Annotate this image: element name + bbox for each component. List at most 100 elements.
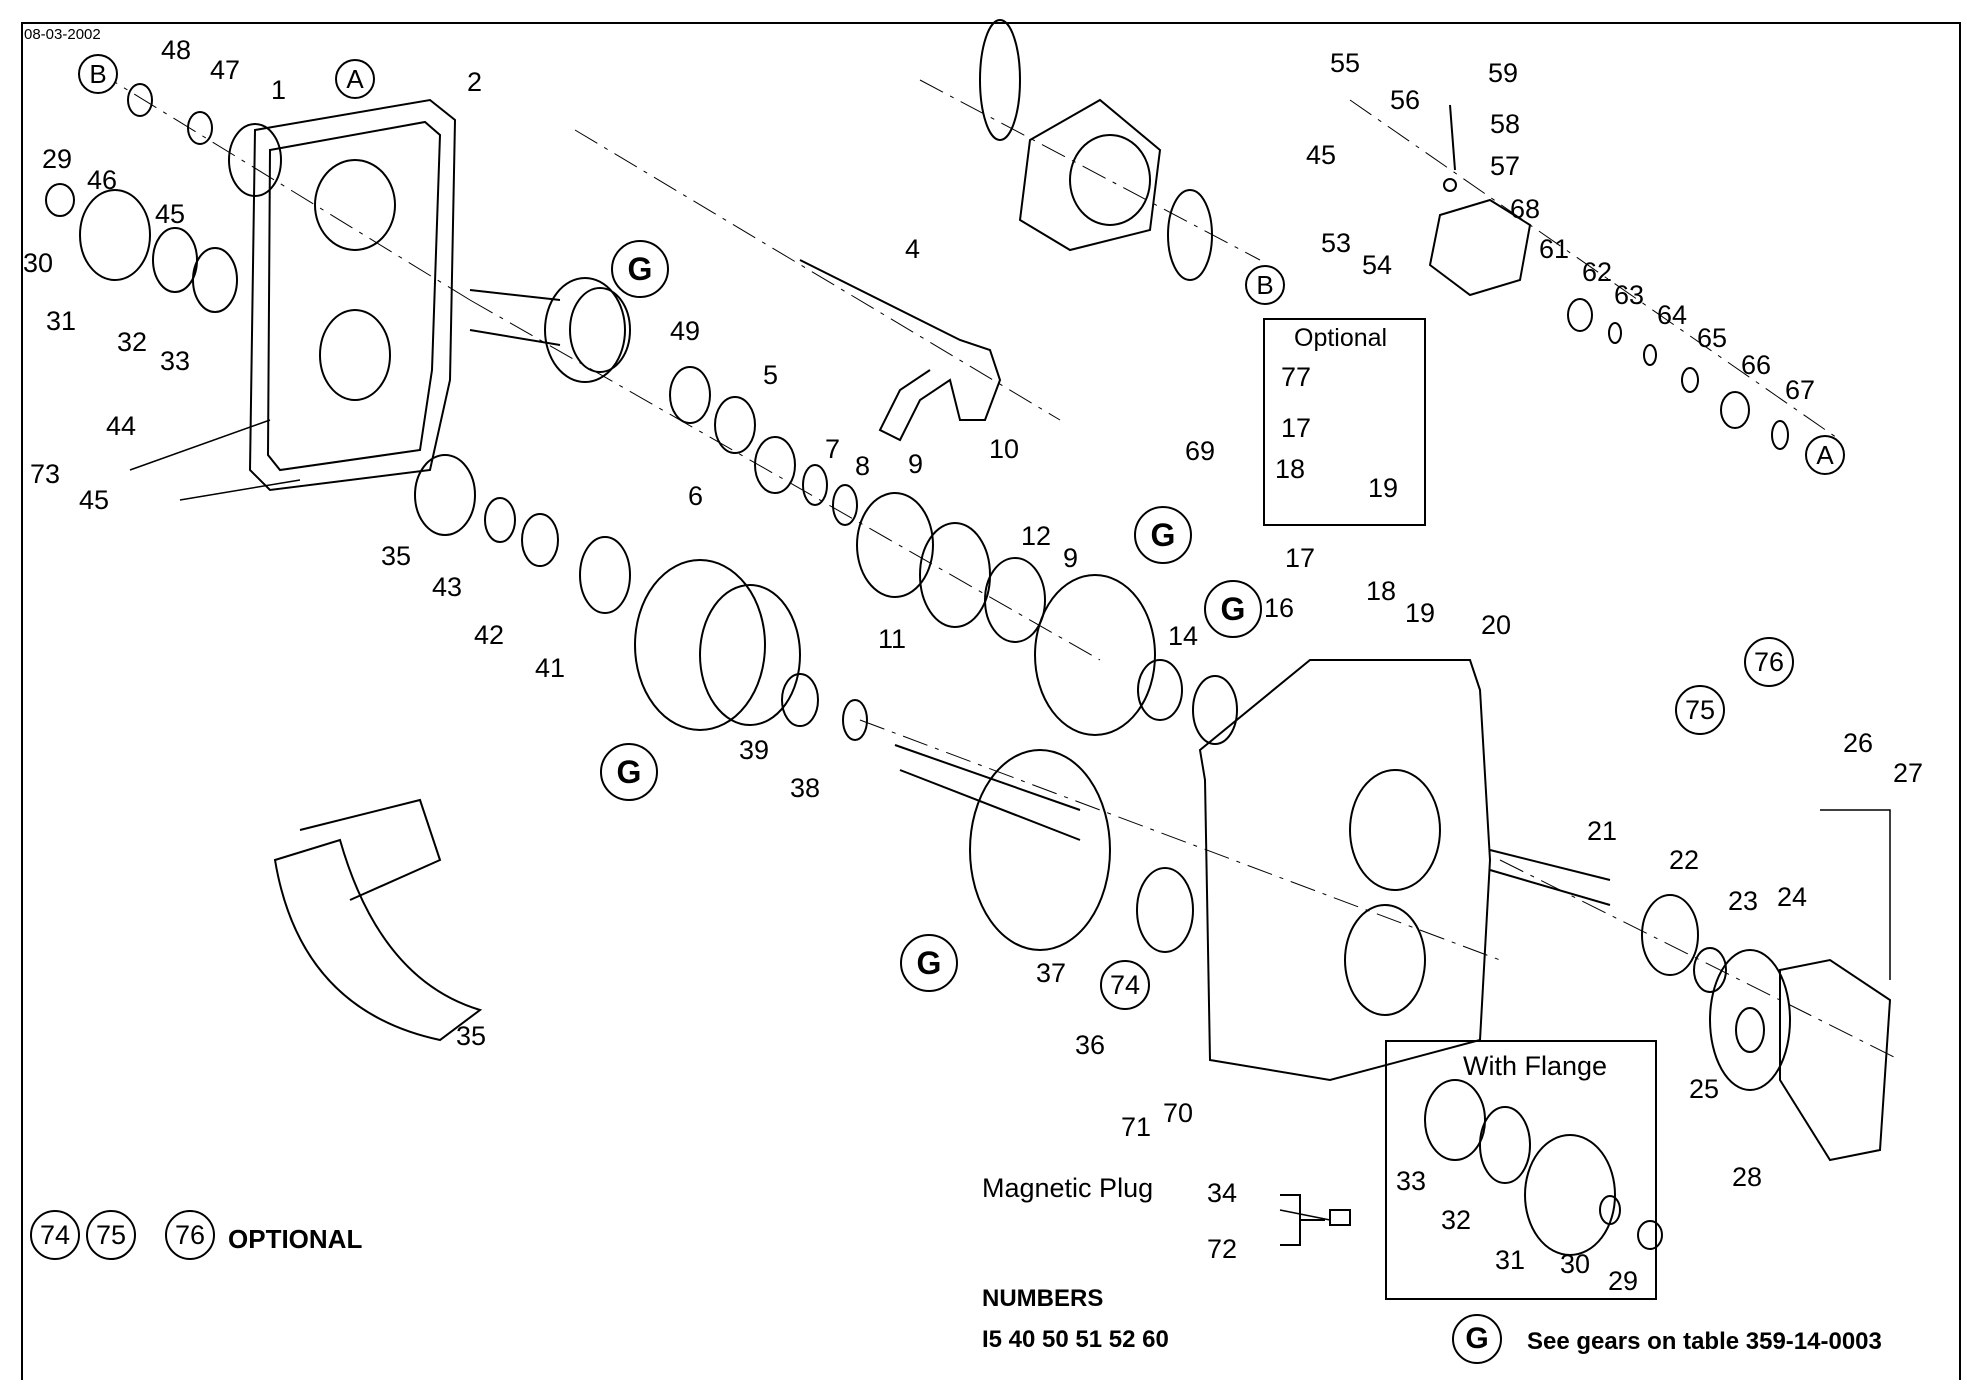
part-label-68: 68	[1510, 194, 1541, 224]
label-optional-19: 19	[1368, 473, 1399, 503]
part-label-63: 63	[1614, 280, 1645, 310]
part-label-71: 71	[1121, 1112, 1152, 1142]
part-label-62: 62	[1582, 257, 1613, 287]
gear-shaft	[969, 749, 1111, 951]
part-label-39: 39	[739, 735, 770, 765]
gear-note-text: See gears on table 359-14-0003	[1527, 1328, 1882, 1355]
housing-cover	[248, 98, 457, 492]
output-shaft	[894, 744, 1081, 841]
part-label-21: 21	[1587, 816, 1618, 846]
part-label-38: 38	[790, 773, 821, 803]
part-label-53: 53	[1321, 228, 1352, 258]
gear-mid-large	[1034, 574, 1156, 736]
part-label-5: 5	[763, 360, 779, 390]
part-label-59: 59	[1488, 58, 1519, 88]
part-label-31: 31	[46, 306, 77, 336]
part-label-9-mid: 9	[1063, 543, 1079, 573]
part-label-30: 30	[23, 248, 54, 278]
label-flange-33: 33	[1396, 1166, 1427, 1196]
part-label-19: 19	[1405, 598, 1436, 628]
part-label-16: 16	[1264, 593, 1295, 623]
part-label-65: 65	[1697, 323, 1728, 353]
part-label-47: 47	[210, 55, 241, 85]
numbers-values: I5 40 50 51 52 60	[982, 1326, 1169, 1353]
part-label-22: 22	[1669, 845, 1700, 875]
part-label-29: 29	[42, 144, 73, 174]
part-label-12: 12	[1021, 521, 1052, 551]
gear-top	[544, 277, 626, 383]
part-label-72: 72	[1207, 1234, 1238, 1264]
part-label-44: 44	[106, 411, 137, 441]
part-label-45-left: 45	[155, 199, 186, 229]
main-housing	[1198, 659, 1492, 1082]
part-label-14: 14	[1168, 621, 1199, 651]
part-label-25: 25	[1689, 1074, 1720, 1104]
part-label-70: 70	[1163, 1098, 1194, 1128]
part-label-18: 18	[1366, 576, 1397, 606]
gear-ref-g-3: G	[1204, 580, 1262, 638]
numbers-title: NUMBERS	[982, 1285, 1104, 1312]
part-label-57: 57	[1490, 151, 1521, 181]
ref-circle-74: 74	[1100, 960, 1150, 1010]
ref-circle-a-top: A	[335, 59, 375, 99]
part-label-48: 48	[161, 35, 192, 65]
part-label-61: 61	[1539, 234, 1570, 264]
tunnel-guard	[273, 838, 483, 1042]
part-label-32: 32	[117, 327, 148, 357]
flange-box-title: With Flange	[1463, 1051, 1608, 1081]
part-label-64: 64	[1657, 300, 1688, 330]
label-optional-77: 77	[1281, 362, 1312, 392]
gear-ref-g-5: G	[900, 934, 958, 992]
gear-ref-g-4: G	[600, 743, 658, 801]
drawing-frame	[21, 22, 1961, 1380]
shift-fork	[799, 259, 1002, 442]
ref-circle-b-left: B	[78, 54, 118, 94]
part-label-42: 42	[474, 620, 505, 650]
part-label-7: 7	[825, 434, 841, 464]
part-label-56: 56	[1390, 85, 1421, 115]
part-label-69: 69	[1185, 436, 1216, 466]
flange-housing	[1018, 98, 1162, 252]
ref-circle-75: 75	[1675, 685, 1725, 735]
ref-circle-76: 76	[1744, 637, 1794, 687]
part-label-58: 58	[1490, 109, 1521, 139]
part-label-17: 17	[1285, 543, 1316, 573]
part-label-55: 55	[1330, 48, 1361, 78]
part-label-28: 28	[1732, 1162, 1763, 1192]
cover-plate	[1779, 958, 1892, 1162]
drawing-date: 08-03-2002	[24, 26, 101, 43]
part-label-24: 24	[1777, 882, 1808, 912]
part-label-27: 27	[1893, 758, 1924, 788]
optional-box-title: Optional	[1294, 324, 1388, 352]
part-label-41: 41	[535, 653, 566, 683]
label-flange-32: 32	[1441, 1205, 1472, 1235]
part-label-49: 49	[670, 316, 701, 346]
optional-legend-label: OPTIONAL	[228, 1224, 363, 1254]
part-label-1: 1	[271, 75, 287, 105]
part-label-6: 6	[688, 481, 704, 511]
part-label-66: 66	[1741, 350, 1772, 380]
part-label-33: 33	[160, 346, 191, 376]
part-label-45-lower: 45	[79, 485, 110, 515]
part-label-54: 54	[1362, 250, 1393, 280]
part-label-35-top: 35	[381, 541, 412, 571]
part-label-46: 46	[87, 165, 118, 195]
legend-circle-75: 75	[86, 1210, 136, 1260]
part-label-67: 67	[1785, 375, 1816, 405]
part-label-37: 37	[1036, 958, 1067, 988]
part-label-20: 20	[1481, 610, 1512, 640]
gear-ref-g-2: G	[1134, 506, 1192, 564]
part-label-4: 4	[905, 234, 921, 264]
part-label-11: 11	[878, 624, 907, 654]
optional-box	[1263, 318, 1426, 526]
legend-circle-76: 76	[165, 1210, 215, 1260]
part-label-45-top: 45	[1306, 140, 1337, 170]
part-label-23: 23	[1728, 886, 1759, 916]
valve-block	[1428, 198, 1532, 297]
gear-lower-left	[634, 559, 766, 731]
part-label-43: 43	[432, 572, 463, 602]
part-label-2: 2	[467, 67, 483, 97]
label-flange-31: 31	[1495, 1245, 1526, 1275]
